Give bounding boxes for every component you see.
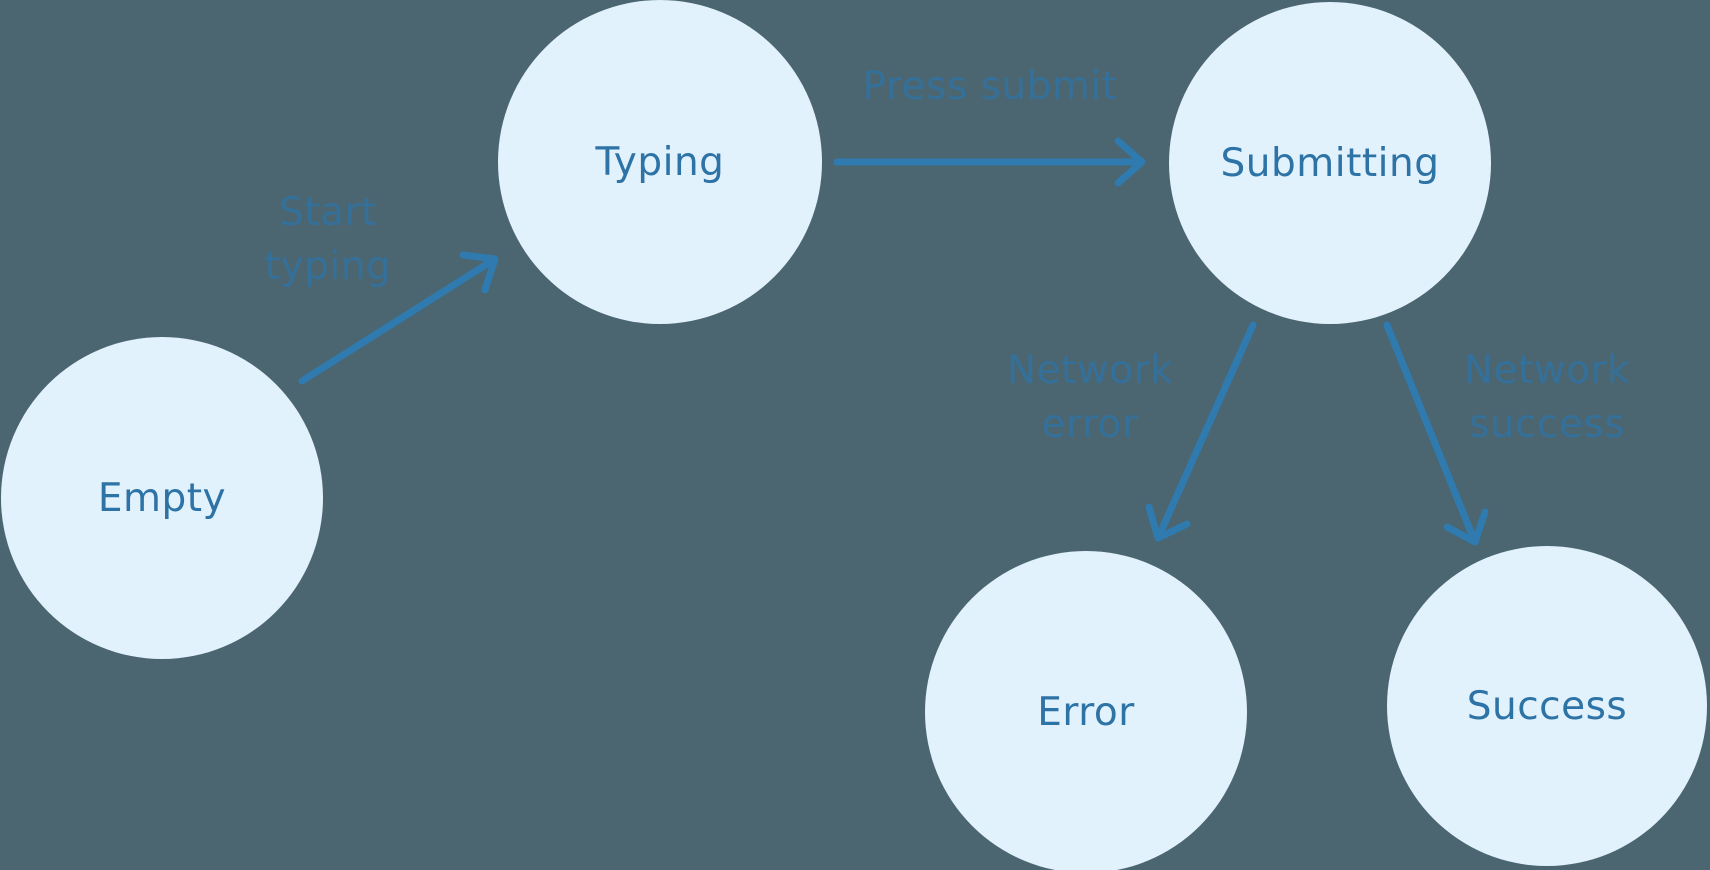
state-node-empty: Empty xyxy=(1,337,323,659)
edge-network-error-arrow xyxy=(1145,321,1257,542)
state-node-success: Success xyxy=(1387,546,1707,866)
state-node-typing-label: Typing xyxy=(595,139,725,185)
edge-label-press-submit: Press submit xyxy=(862,64,1118,109)
state-node-error: Error xyxy=(925,551,1247,870)
edge-network-success-arrow xyxy=(1383,321,1489,546)
edge-label-network-error: Network error xyxy=(1006,348,1174,447)
state-node-error-label: Error xyxy=(1037,689,1135,735)
edge-start-typing-arrow xyxy=(298,251,499,385)
edge-press-submit-arrow xyxy=(833,137,1146,187)
state-node-submitting-label: Submitting xyxy=(1220,140,1440,186)
state-node-submitting: Submitting xyxy=(1169,2,1491,324)
state-node-empty-label: Empty xyxy=(97,475,227,521)
state-node-success-label: Success xyxy=(1466,683,1628,729)
edge-label-network-success: Network success xyxy=(1463,348,1631,447)
state-node-typing: Typing xyxy=(498,0,822,324)
edge-label-start-typing: Start typing xyxy=(264,190,392,289)
